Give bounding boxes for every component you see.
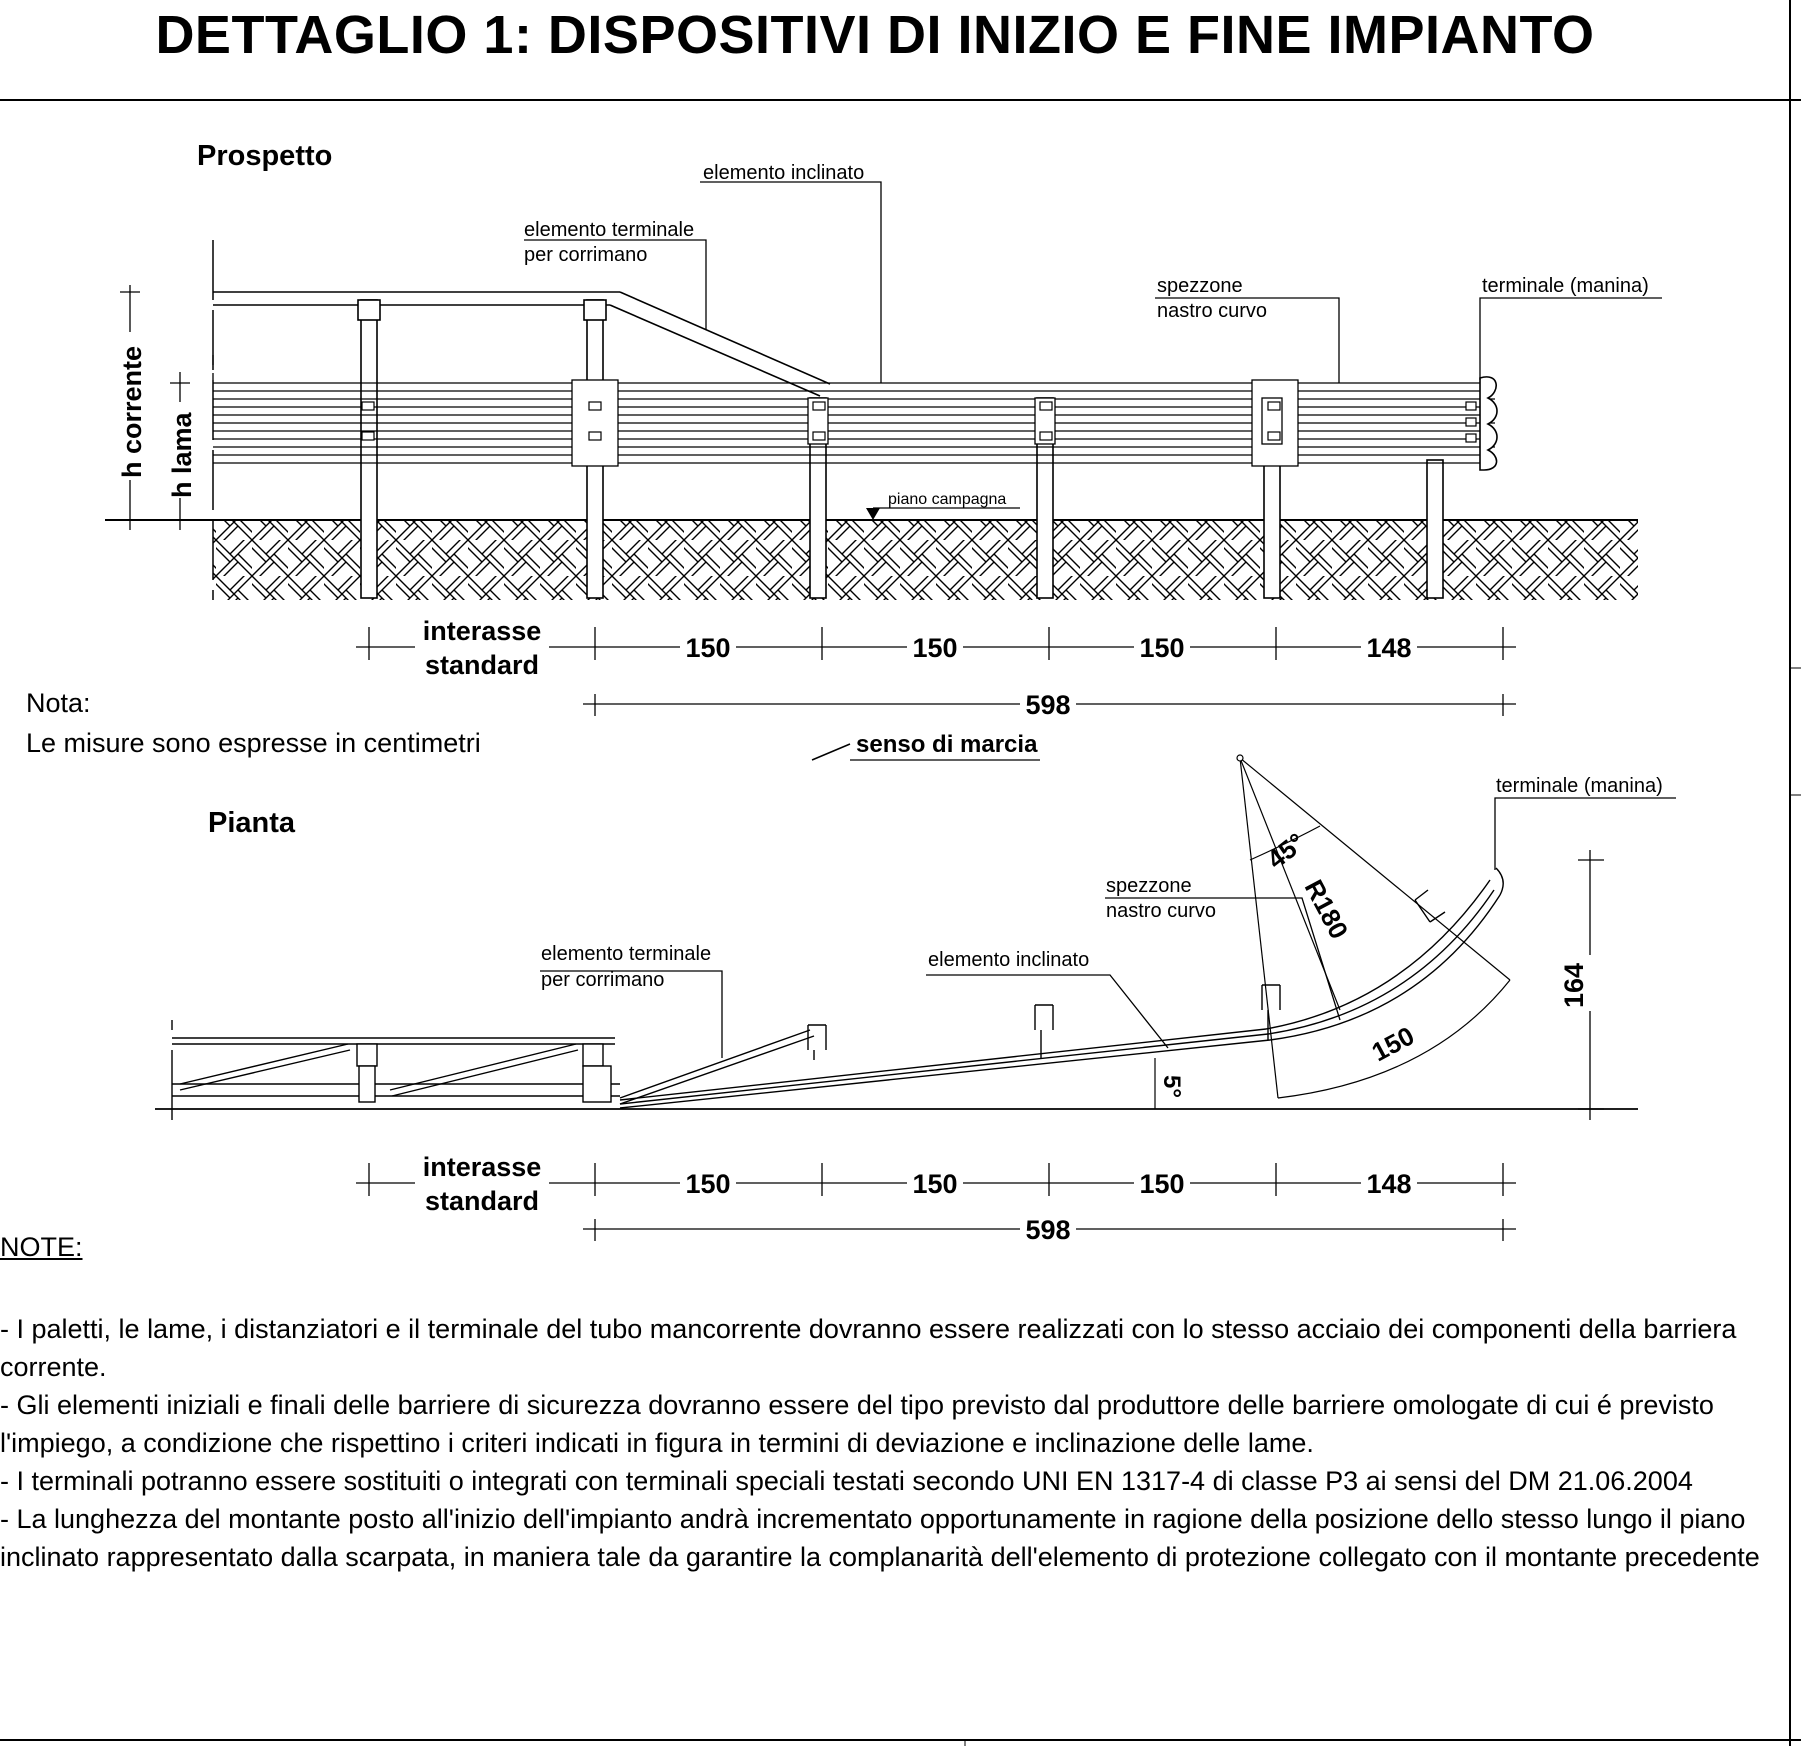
pianta-heading: Pianta (208, 807, 296, 839)
dim-plan-2: 150 (912, 1169, 957, 1199)
leaders-elevation (524, 181, 1662, 383)
drawing-title: DETTAGLIO 1: DISPOSITIVI DI INIZIO E FIN… (155, 5, 1595, 65)
dim-plan-4: 148 (1366, 1169, 1411, 1199)
leaders-plan (540, 797, 1676, 1058)
label-height-164: 164 (1559, 963, 1589, 1008)
label-h-lama: h lama (167, 411, 197, 498)
handrail (213, 291, 831, 397)
label-spezzone-elev-1: spezzone (1157, 275, 1243, 297)
note-item-1: - I paletti, le lame, i distanziatori e … (0, 1314, 1737, 1382)
label-terminale-elev: terminale (manina) (1482, 275, 1649, 297)
terminal-manina-elevation (1479, 376, 1498, 471)
dim-plan-3: 150 (1139, 1169, 1184, 1199)
dim-elev-3: 150 (1139, 633, 1184, 663)
label-spezzone-plan-1: spezzone (1106, 875, 1192, 897)
label-elemento-terminale-elev-1: elemento terminale (524, 219, 694, 241)
notes-title: NOTE: (0, 1232, 83, 1262)
senso-di-marcia-arrow (811, 743, 851, 761)
label-spezzone-elev-2: nastro curvo (1157, 300, 1267, 322)
barrier-plan-left (172, 1037, 620, 1103)
dim-plan-total: 598 (1025, 1215, 1070, 1245)
label-piano-campagna: piano campagna (888, 491, 1006, 508)
label-elemento-terminale-plan-1: elemento terminale (541, 943, 711, 965)
senso-di-marcia-label: senso di marcia (856, 731, 1038, 758)
dim-interasse-elev-1: interasse (423, 616, 542, 646)
bolts (361, 401, 1477, 443)
dim-elev-4: 148 (1366, 633, 1411, 663)
rail-joints (571, 379, 1299, 467)
label-elemento-terminale-elev-2: per corrimano (524, 244, 647, 266)
dim-plan-1: 150 (685, 1169, 730, 1199)
label-elemento-terminale-plan-2: per corrimano (541, 969, 664, 991)
nota-text: Le misure sono espresse in centimetri (26, 728, 481, 758)
label-elemento-inclinato-elev: elemento inclinato (703, 162, 864, 184)
curve-construction (1236, 754, 1511, 1099)
ground-hatch (105, 519, 1638, 600)
dim-elev-1: 150 (685, 633, 730, 663)
label-terminale-plan: terminale (manina) (1496, 775, 1663, 797)
label-angle-5: 5° (1158, 1075, 1185, 1098)
label-elemento-inclinato-plan: elemento inclinato (928, 949, 1089, 971)
prospetto-heading: Prospetto (197, 140, 332, 172)
notes-list: - I paletti, le lame, i distanziatori e … (0, 1310, 1780, 1576)
dim-interasse-plan-1: interasse (423, 1152, 542, 1182)
label-radius: R180 (1299, 875, 1355, 944)
nota-box: Nota: Le misure sono espresse in centime… (26, 683, 481, 763)
label-h-corrente: h corrente (117, 346, 147, 478)
dim-interasse-plan-2: standard (425, 1186, 539, 1216)
note-item-3: - I terminali potranno essere sostituiti… (0, 1466, 1693, 1496)
dim-elev-2: 150 (912, 633, 957, 663)
dim-elev-total: 598 (1025, 690, 1070, 720)
piano-campagna-marker (866, 507, 1020, 520)
inclined-element-plan (619, 867, 1504, 1109)
note-item-4: - La lunghezza del montante posto all'in… (0, 1504, 1760, 1572)
barrier-rails (212, 355, 1495, 464)
label-spezzone-plan-2: nastro curvo (1106, 900, 1216, 922)
note-item-2: - Gli elementi iniziali e finali delle b… (0, 1390, 1714, 1458)
nota-title: Nota: (26, 688, 91, 718)
dim-interasse-elev-2: standard (425, 650, 539, 680)
